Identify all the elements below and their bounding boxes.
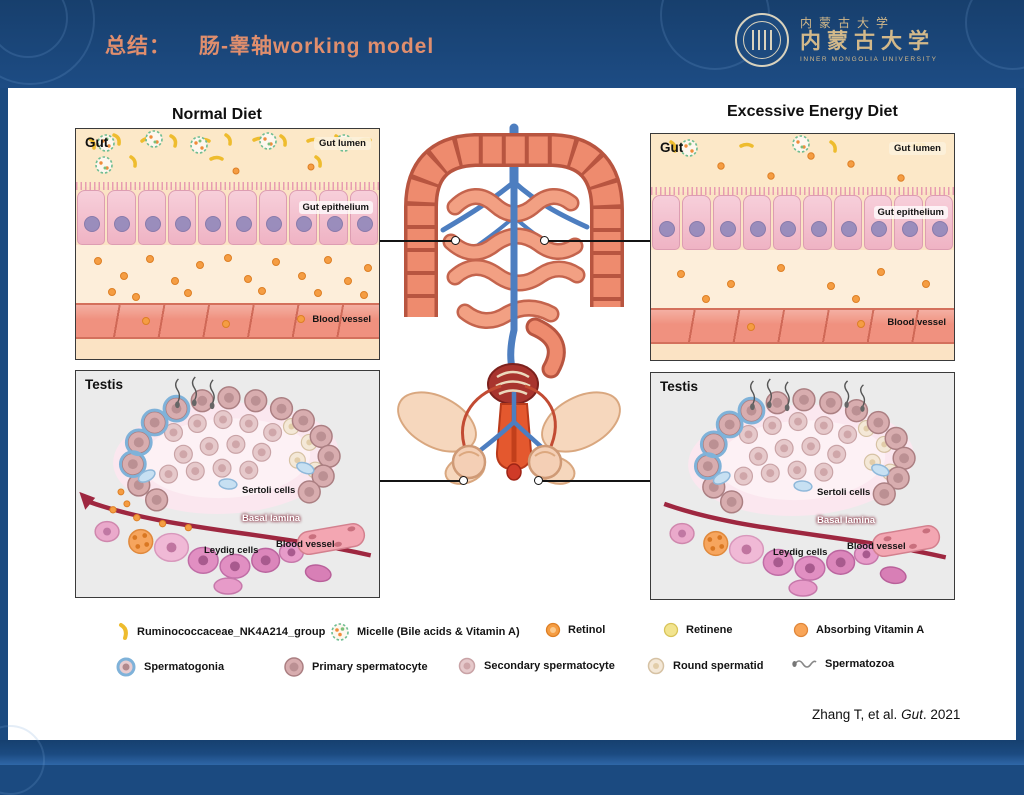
citation: Zhang T, et al. Gut. 2021 xyxy=(812,707,960,722)
secondary-spermatocyte-icon xyxy=(458,657,476,675)
connector-line-testis-left xyxy=(380,480,462,482)
connector-line-testis-right xyxy=(542,480,650,482)
legend-item-round-spermatid: Round spermatid xyxy=(646,656,763,676)
brush-border xyxy=(651,187,954,195)
page-title: 总结： 肠-睾轴working model xyxy=(105,30,434,60)
basal-lamina-label: Basal lamina xyxy=(817,515,876,526)
spermatozoa-icon xyxy=(792,660,817,668)
primary-spermatocyte-icon xyxy=(284,657,304,677)
legend-item-retinol: Retinol xyxy=(545,622,605,638)
leydig-cells-label: Leydig cells xyxy=(773,547,828,558)
legend-item-spermatozoa: Spermatozoa xyxy=(790,656,894,671)
legend-item-micelle: Micelle (Bile acids & Vitamin A) xyxy=(330,622,520,642)
university-logo: 内蒙古大学 内蒙古大学 INNER MONGOLIA UNIVERSITY xyxy=(735,13,938,67)
citation-authors: Zhang T, et al. xyxy=(812,707,902,722)
normal-diet-heading: Normal Diet xyxy=(172,106,262,123)
gut-panel-title: Gut xyxy=(660,140,684,155)
logo-cn-script: 内蒙古大学 xyxy=(800,15,896,30)
legend-label: Micelle (Bile acids & Vitamin A) xyxy=(357,626,520,638)
testis-illustration xyxy=(651,373,954,599)
legend-item-retinene: Retinene xyxy=(663,622,732,638)
spermatogonia-icon xyxy=(116,657,136,677)
basal-lamina-label: Basal lamina xyxy=(242,513,301,524)
anatomy-illustration xyxy=(385,122,643,507)
gut-epithelium-cells xyxy=(652,195,953,250)
gut-epithelium-label: Gut epithelium xyxy=(873,206,948,219)
testis-illustration xyxy=(79,371,379,597)
slide-header: 总结： 肠-睾轴working model 内蒙古大学 内蒙古大学 INNER M… xyxy=(0,0,1024,88)
blood-vessel-band xyxy=(651,308,954,344)
lamina-propria-zone xyxy=(651,250,954,308)
testis-panel-title: Testis xyxy=(660,379,699,394)
legend-item-absorbing-vitamin-a: Absorbing Vitamin A xyxy=(793,622,924,638)
brush-border xyxy=(76,182,379,190)
gut-lumen-label: Gut lumen xyxy=(314,137,371,150)
legend-label: Primary spermatocyte xyxy=(312,661,428,673)
university-emblem-icon xyxy=(735,13,789,67)
legend-label: Spermatogonia xyxy=(144,661,225,673)
micelle-icon xyxy=(331,623,349,641)
retinene-icon xyxy=(663,622,679,638)
connector-dot xyxy=(459,476,468,485)
slide-footer xyxy=(0,725,1024,795)
sertoli-cells-label: Sertoli cells xyxy=(817,487,871,498)
legend-item-spermatogonia: Spermatogonia xyxy=(115,656,224,678)
citation-year: . 2021 xyxy=(922,707,961,722)
gut-panel-normal: Gut Gut lumen Gut epithelium Blood vesse… xyxy=(75,128,380,360)
sub-vessel-zone xyxy=(651,344,954,360)
legend-label: Ruminococcaceae_NK4A214_group xyxy=(137,625,326,638)
legend-item-primary-spermatocyte: Primary spermatocyte xyxy=(283,656,428,678)
connector-line-gut-left xyxy=(380,240,454,242)
testis-panel-normal: Testis Sertoli cells Basal lamina Leydig… xyxy=(75,370,380,598)
legend-label: Absorbing Vitamin A xyxy=(816,624,925,636)
logo-cn-calligraphy: 内蒙古大学 xyxy=(800,29,935,54)
blood-vessel-label: Blood vessel xyxy=(312,314,371,325)
cloud-pattern-decoration xyxy=(965,0,1024,70)
legend-item-secondary-spermatocyte: Secondary spermatocyte xyxy=(457,656,615,676)
round-spermatid-icon xyxy=(647,657,665,675)
retinol-icon xyxy=(545,622,561,638)
leydig-cells-label: Leydig cells xyxy=(204,545,259,556)
title-prefix: 总结： xyxy=(105,35,171,58)
gut-panel-excessive: Gut Gut lumen Gut epithelium Blood vesse… xyxy=(650,133,955,361)
blood-vessel-label: Blood vessel xyxy=(276,539,335,550)
sub-vessel-zone xyxy=(76,339,379,359)
testis-panel-excessive: Testis Sertoli cells Basal lamina Leydig… xyxy=(650,372,955,600)
citation-journal: Gut xyxy=(901,707,923,722)
connector-dot xyxy=(534,476,543,485)
connector-dot xyxy=(451,236,460,245)
gut-lumen-label: Gut lumen xyxy=(889,142,946,155)
university-logo-text: 内蒙古大学 内蒙古大学 INNER MONGOLIA UNIVERSITY xyxy=(800,15,938,63)
legend-item-ruminococcaceae: Ruminococcaceae_NK4A214_group xyxy=(118,622,325,641)
gut-epithelium-label: Gut epithelium xyxy=(298,201,373,214)
legend-label: Round spermatid xyxy=(673,660,764,672)
connector-line-gut-right xyxy=(547,240,650,242)
bacteria-icon xyxy=(119,623,128,640)
connector-dot xyxy=(540,236,549,245)
emblem-gate-icon xyxy=(743,21,781,59)
blood-vessel-label: Blood vessel xyxy=(887,317,946,328)
excessive-energy-diet-heading: Excessive Energy Diet xyxy=(727,103,898,120)
legend-label: Retinene xyxy=(686,624,733,636)
legend-label: Secondary spermatocyte xyxy=(484,660,615,672)
legend-label: Spermatozoa xyxy=(825,657,895,670)
legend-label: Retinol xyxy=(568,624,606,636)
blood-vessel-label: Blood vessel xyxy=(847,541,906,552)
gut-scatter-illustration xyxy=(669,135,930,331)
testis-panel-title: Testis xyxy=(85,377,124,392)
gut-epithelium-cells xyxy=(77,190,378,245)
gut-panel-title: Gut xyxy=(85,135,109,150)
logo-en-caption: INNER MONGOLIA UNIVERSITY xyxy=(800,55,938,63)
sertoli-cells-label: Sertoli cells xyxy=(242,485,296,496)
absorbing-vitamin-a-icon xyxy=(793,622,809,638)
title-main: 肠-睾轴working model xyxy=(199,35,435,58)
